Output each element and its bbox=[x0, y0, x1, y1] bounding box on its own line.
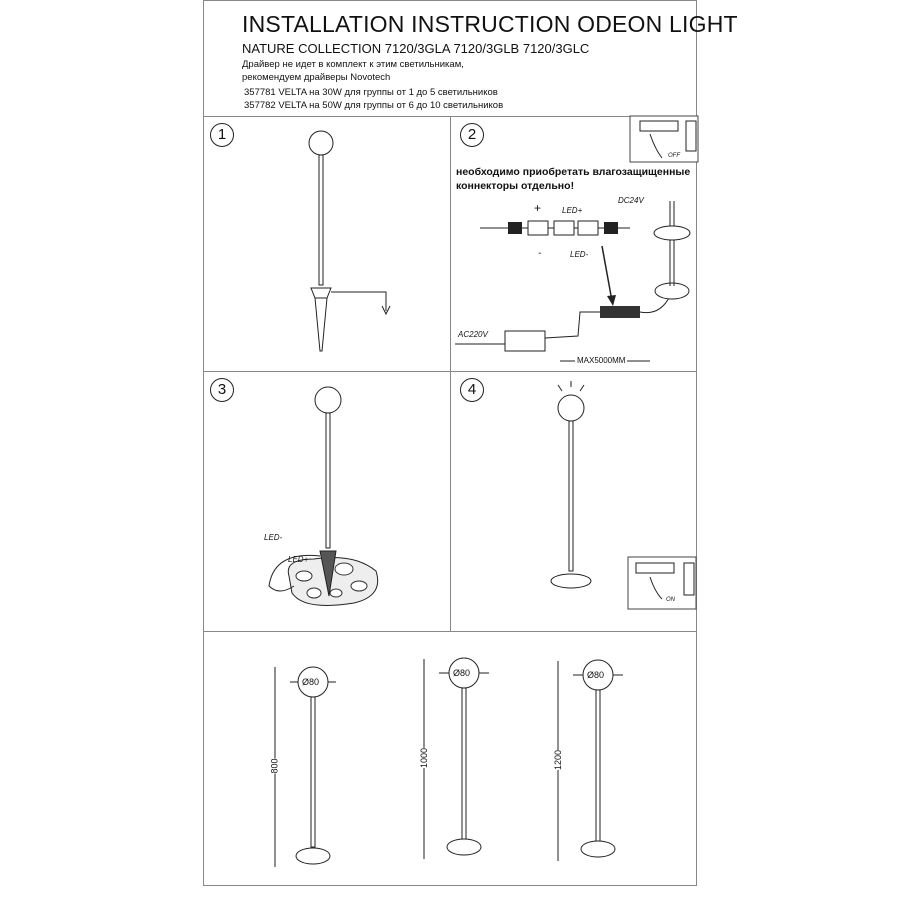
dimensions-panel: Ø80 Ø80 Ø80 800 1000 1200 bbox=[204, 631, 698, 887]
driver-option: 357781 VELTA на 30W для группы от 1 до 5… bbox=[244, 87, 498, 98]
led-minus-label: LED- bbox=[570, 250, 589, 259]
document-title: INSTALLATION INSTRUCTION ODEON LIGHT bbox=[242, 11, 738, 37]
driver-note: Драйвер не идет в комплект к этим светил… bbox=[242, 59, 464, 70]
step-2-panel: 2 OFF необходимо приобретать влагозащище… bbox=[450, 115, 699, 371]
row-divider bbox=[204, 371, 696, 372]
ground-install-illustration bbox=[268, 386, 379, 606]
step-number: 3 bbox=[210, 378, 234, 402]
led-plus-label: LED+ bbox=[562, 206, 583, 215]
height-label: 800 bbox=[269, 758, 280, 774]
led-plus-label: LED+ bbox=[288, 555, 309, 564]
row-divider bbox=[204, 631, 696, 632]
step-number: 2 bbox=[460, 123, 484, 147]
led-minus-label: LED- bbox=[264, 533, 283, 542]
warning-text: коннекторы отдельно! bbox=[456, 180, 575, 192]
step-number: 4 bbox=[460, 378, 484, 402]
switch-off-label: OFF bbox=[668, 153, 680, 159]
step-number: 1 bbox=[210, 123, 234, 147]
height-label: 1200 bbox=[553, 749, 564, 771]
max-length-label: MAX5000MM bbox=[575, 356, 628, 365]
diameter-label: Ø80 bbox=[587, 670, 605, 680]
lit-lamp-illustration bbox=[550, 381, 697, 610]
diameter-label: Ø80 bbox=[453, 668, 471, 678]
spike-lamp-illustration bbox=[308, 130, 391, 352]
wiring-diagram bbox=[455, 115, 699, 362]
step-1-panel: 1 bbox=[204, 116, 450, 371]
driver-note: рекомендуем драйверы Novotech bbox=[242, 72, 391, 83]
ac-voltage-label: AC220V bbox=[458, 330, 488, 339]
header: INSTALLATION INSTRUCTION ODEON LIGHT NAT… bbox=[204, 1, 738, 117]
collection-subtitle: NATURE COLLECTION 7120/3GLA 7120/3GLB 71… bbox=[242, 41, 590, 56]
switch-on-label: ON bbox=[666, 597, 675, 603]
driver-option: 357782 VELTA на 50W для группы от 6 до 1… bbox=[244, 100, 504, 111]
dimension-drawings bbox=[274, 657, 623, 867]
instruction-sheet: INSTALLATION INSTRUCTION ODEON LIGHT NAT… bbox=[203, 0, 738, 887]
warning-text: необходимо приобретать влагозащищенные bbox=[456, 166, 691, 178]
column-divider bbox=[450, 116, 451, 631]
height-label: 1000 bbox=[419, 747, 430, 769]
step-3-panel: 3 LED- LED+ bbox=[204, 371, 450, 631]
plus-label: + bbox=[534, 201, 542, 215]
dc-voltage-label: DC24V bbox=[618, 196, 644, 205]
step-4-panel: 4 ON bbox=[450, 371, 698, 631]
diameter-label: Ø80 bbox=[302, 677, 320, 687]
minus-label: - bbox=[538, 248, 542, 259]
